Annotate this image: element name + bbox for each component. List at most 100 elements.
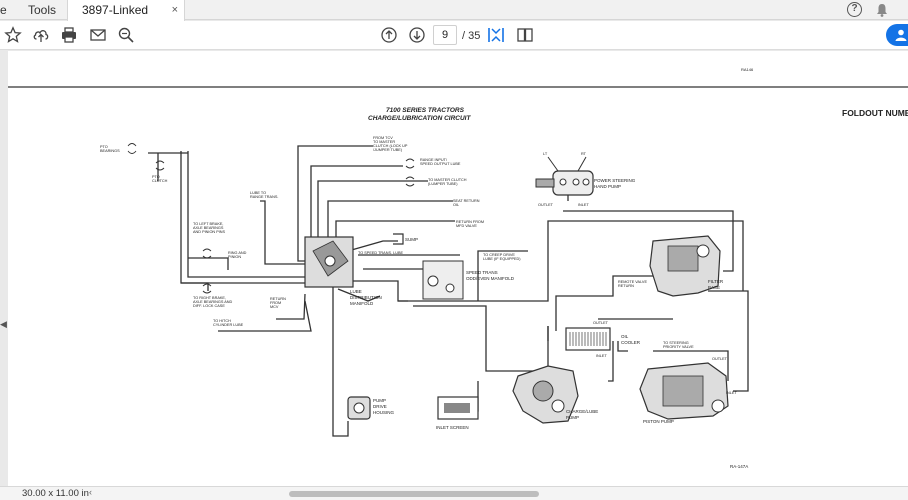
label-pto-clutch-2: CLUTCH [152, 179, 168, 183]
label-piston-pump: PISTON PUMP [643, 419, 674, 424]
label-from-tcv-2: TO MASTER [373, 140, 395, 144]
lube-manifold [304, 236, 354, 288]
label-right-brake-2: AXLE BEARINGS AND [193, 300, 233, 304]
fit-page-icon[interactable] [487, 26, 505, 44]
inlet-screen [437, 396, 479, 420]
label-from-tcv-4: /JUMPER TUBE) [373, 148, 403, 152]
label-piston-inlet: INLET [726, 391, 737, 395]
label-lube-manifold-1: LUBE [350, 289, 362, 294]
label-creep-drive-1: TO CREEP DRIVE [483, 253, 515, 257]
tab-document[interactable]: 3897-Linked pdf.pdf × [67, 0, 185, 37]
label-piston-outlet: OUTLET [712, 357, 728, 361]
label-left-brake-3: AND PINION PINS [193, 230, 226, 234]
oil-cooler [565, 327, 611, 351]
label-rt: RT [581, 152, 587, 156]
label-return-mfd-1: RETURN FROM [456, 220, 484, 224]
horizontal-scrollbar[interactable]: ‹ [89, 487, 904, 499]
status-bar: 30.00 x 11.00 in ‹ [0, 486, 908, 500]
share-button[interactable] [886, 24, 908, 46]
label-ps-outlet: OUTLET [538, 203, 554, 207]
toolbar: 9 / 35 [0, 21, 908, 50]
tab-tools[interactable]: Tools [28, 3, 57, 17]
label-oil-cooler-1: OIL [621, 334, 629, 339]
print-icon[interactable] [60, 26, 78, 44]
page-total: / 35 [462, 30, 481, 42]
label-pto-bearings-2: BEARINGS [100, 149, 120, 153]
label-speed-trans-lube: TO SPEED TRANS. LUBE [358, 251, 403, 255]
label-speed-manifold-2: ODD/EVEN MANIFOLD [466, 276, 515, 281]
label-filter-base-1: FILTER [708, 279, 724, 284]
label-lube-manifold-2: DISTRIBUTION [350, 295, 382, 300]
upload-cloud-icon[interactable] [32, 26, 50, 44]
zoom-icon[interactable] [117, 26, 135, 44]
label-range-input-2: SPEED OUTPUT LUBE [420, 162, 461, 166]
label-seat-return-2: OIL [453, 203, 459, 207]
label-lt: LT [543, 152, 548, 156]
label-range-input-1: RANGE INPUT/ [420, 158, 448, 162]
filter-base [649, 235, 721, 297]
label-hitch-1: TO HITCH [213, 319, 231, 323]
label-remote-valve-1: REMOTE VALVE [618, 280, 647, 284]
label-remote-valve-2: RETURN [618, 284, 634, 288]
scrollbar-thumb[interactable] [289, 491, 539, 497]
label-from-tcv-3: CLUTCH (LOCK UP [373, 144, 408, 148]
label-right-brake-1: TO RIGHT BRAKE, [193, 296, 226, 300]
document-area[interactable]: ◀ RA146 FOLDOUT NUMB 7100 SERIES TRACTOR… [0, 51, 908, 486]
pdf-page: RA146 FOLDOUT NUMB 7100 SERIES TRACTORS … [8, 51, 908, 486]
label-speed-manifold-1: SPEED TRANS [466, 270, 498, 275]
two-page-icon[interactable] [516, 26, 534, 44]
label-sump: SUMP [405, 237, 418, 242]
label-filter-base-2: BASE [708, 285, 720, 290]
label-master-clutch-2: (LUMPER TUBE) [428, 182, 458, 186]
label-cooler-outlet: OUTLET [593, 321, 609, 325]
label-cooler-inlet: INLET [596, 354, 607, 358]
label-return-mfd-2: MFD VALVE [456, 224, 477, 228]
label-lube-range-1: LUBE TO [250, 191, 266, 195]
diagram-title-1: 7100 SERIES TRACTORS [386, 107, 465, 114]
label-seat-return-1: SEAT RETURN [453, 199, 480, 203]
label-pto-bearings-1: PTO [100, 145, 108, 149]
label-left-brake-2: AXLE BEARINGS [193, 226, 224, 230]
help-icon[interactable]: ? [847, 2, 862, 17]
label-ps-pump-1: POWER STEERING [594, 178, 636, 183]
label-pump-housing-1: PUMP [373, 398, 386, 403]
chevron-left-icon[interactable]: ◀ [0, 319, 7, 329]
mail-icon[interactable] [89, 26, 107, 44]
star-icon[interactable] [4, 26, 22, 44]
label-ring-pinion-2: PINION [228, 255, 241, 259]
figure-code-top: RA146 [741, 67, 754, 72]
label-oil-cooler-2: COOLER [621, 340, 641, 345]
label-charge-pump-2: PUMP [566, 415, 579, 420]
tab-bar: e Tools 3897-Linked pdf.pdf × ? [0, 0, 908, 37]
pump-drive-housing [347, 396, 371, 420]
label-inlet-screen: INLET SCREEN [436, 425, 469, 430]
label-master-clutch-1: TO MASTER CLUTCH [428, 178, 467, 182]
label-return-mcv-1: RETURN [270, 297, 286, 301]
foldout-label: FOLDOUT NUMB [842, 108, 908, 118]
tab-home[interactable]: e [0, 3, 7, 17]
label-return-mcv-3: MCV [270, 305, 279, 309]
label-charge-pump-1: CHARGE/LUBE [566, 409, 598, 414]
label-pto-clutch-1: PTO [152, 175, 160, 179]
label-ps-inlet: INLET [578, 203, 589, 207]
bell-icon[interactable] [874, 2, 890, 18]
page-size-label: 30.00 x 11.00 in [22, 488, 89, 499]
label-left-brake-1: TO LEFT BRAKE, [193, 222, 223, 226]
label-lube-manifold-3: MANIFOLD [350, 301, 374, 306]
diagram-title-2: CHARGE/LUBRICATION CIRCUIT [368, 115, 471, 122]
figure-code-bottom: RA-147A [730, 464, 748, 469]
label-pump-housing-3: HOUSING [373, 410, 395, 415]
scroll-left-icon[interactable]: ‹ [89, 487, 92, 497]
speed-trans-manifold [422, 260, 464, 300]
charge-lube-pump [512, 365, 579, 424]
page-down-icon[interactable] [408, 26, 426, 44]
page-up-icon[interactable] [380, 26, 398, 44]
piston-pump [639, 362, 729, 420]
close-tab-icon[interactable]: × [171, 4, 178, 16]
label-pump-housing-2: DRIVE [373, 404, 387, 409]
schematic-drawing: RA146 FOLDOUT NUMB 7100 SERIES TRACTORS … [8, 67, 908, 469]
label-return-mcv-2: FROM [270, 301, 281, 305]
page-number-input[interactable]: 9 [433, 25, 457, 45]
label-creep-drive-2: LUBE (IF EQUIPPED) [483, 257, 521, 261]
